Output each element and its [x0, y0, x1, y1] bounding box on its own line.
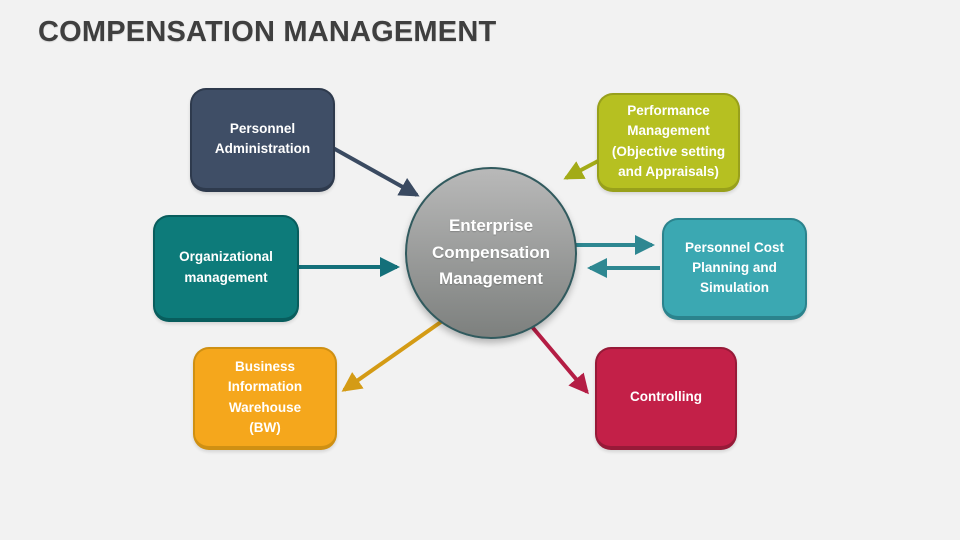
node-label: Performance Management (Objective settin… [611, 103, 726, 179]
arrow-center-to-business-information-warehouse [341, 315, 450, 392]
page-title: COMPENSATION MANAGEMENT [38, 16, 497, 48]
arrow-personnel-administration-to-center [332, 146, 420, 197]
node-label: Business Information Warehouse (BW) [227, 359, 303, 435]
node-label: Organizational management [179, 249, 273, 285]
node-business-information-warehouse: Business Information Warehouse (BW) [193, 347, 337, 450]
node-personnel-administration: Personnel Administration [190, 88, 335, 192]
node-label: Personnel Administration [214, 120, 311, 156]
arrow-center-to-controlling [526, 320, 589, 395]
node-controlling: Controlling [595, 347, 737, 450]
node-label: Personnel Cost Planning and Simulation [684, 239, 785, 296]
node-personnel-cost-planning: Personnel Cost Planning and Simulation [662, 218, 807, 320]
node-label: Controlling [630, 389, 702, 405]
node-performance-management: Performance Management (Objective settin… [597, 93, 740, 192]
center-circle-label: Enterprise Compensation Management [431, 216, 551, 289]
center-circle: Enterprise Compensation Management [405, 167, 577, 339]
node-organizational-management: Organizational management [153, 215, 299, 322]
